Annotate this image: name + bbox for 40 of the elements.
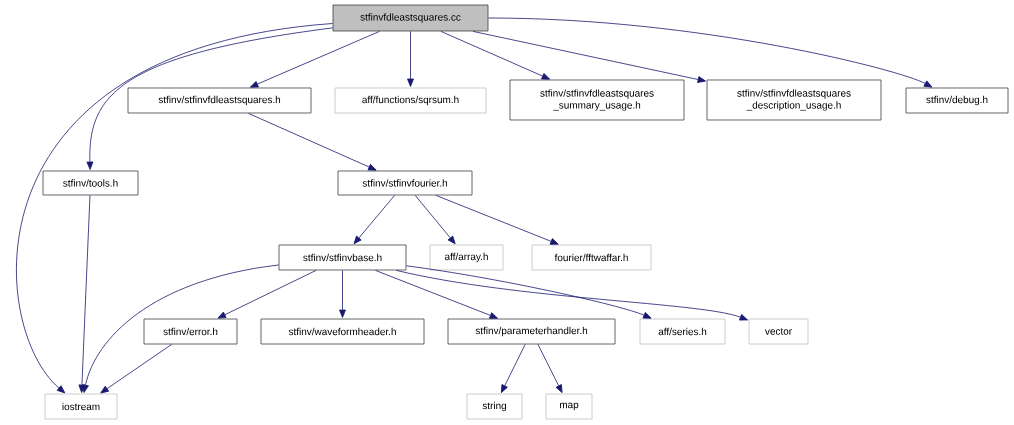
header-box: map [545, 393, 593, 420]
header-box: stfinv/parameterhandler.h [447, 318, 616, 345]
arrow [82, 264, 279, 393]
arrow [353, 195, 395, 245]
arrow [488, 17, 933, 88]
header-box: stfinv/stfinvfourier.h [337, 170, 473, 196]
header-box: stfinv/error.h [143, 318, 238, 345]
arrow [249, 31, 380, 88]
arrow [339, 270, 346, 318]
header-box: string [466, 393, 523, 420]
arrow [500, 344, 526, 393]
arrow [78, 195, 91, 393]
header-box: stfinv/waveformheader.h [260, 318, 425, 345]
header-box: aff/series.h [639, 318, 726, 345]
arrow [440, 31, 550, 80]
current-file-box: stfinvfdleastsquares.cc [332, 4, 489, 32]
arrow [435, 195, 559, 245]
arrow [248, 113, 377, 171]
arrow [86, 27, 333, 170]
header-box: stfinv/tools.h [42, 170, 139, 196]
header-box: iostream [44, 393, 118, 420]
arrow [395, 270, 748, 321]
header-box: fourier/fftwaffar.h [531, 244, 652, 271]
arrow [406, 265, 652, 319]
arrow [414, 195, 456, 245]
arrow [472, 31, 706, 83]
header-box: aff/functions/sqrsum.h [334, 87, 487, 114]
header-box: aff/array.h [429, 244, 504, 271]
arrow [537, 344, 563, 393]
header-box: stfinv/debug.h [905, 87, 1009, 114]
header-box: vector [748, 318, 809, 345]
header-box: stfinv/stfinvfdleastsquares _summary_usage.h [509, 79, 685, 121]
arrow [375, 270, 498, 319]
header-box: stfinv/stfinvfdleastsquares.h [127, 87, 312, 114]
arrow [217, 270, 317, 319]
header-box: stfinv/stfinvbase.h [278, 244, 407, 271]
arrow [16, 23, 333, 394]
arrow [407, 31, 414, 87]
header-box: stfinv/stfinvfdleastsquares _description_usage.h [706, 79, 882, 121]
arrow [100, 344, 173, 394]
